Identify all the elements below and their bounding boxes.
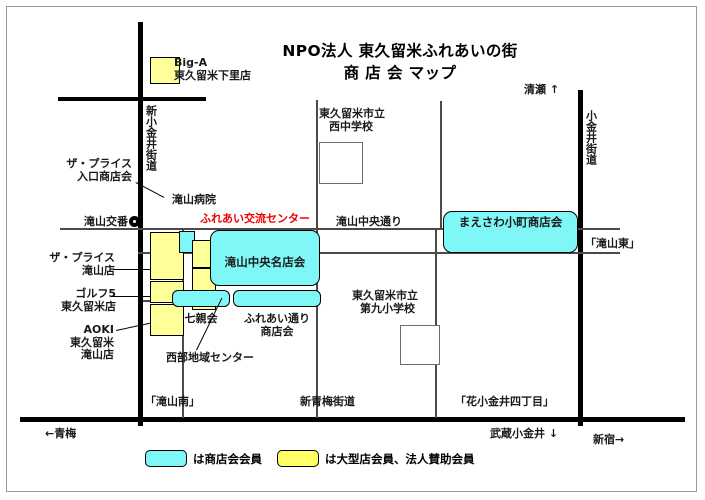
legend-swatch-cyan xyxy=(145,450,187,467)
label-road-takiyama-chuo: 滝山中央通り xyxy=(336,215,402,228)
leader-price-takiyama xyxy=(113,269,151,271)
title-line-1: NPO法人 東久留米ふれあいの街 xyxy=(282,42,518,60)
road-vertical-c2 xyxy=(435,228,437,418)
label-big-a-line2: 東久留米下里店 xyxy=(174,68,251,82)
legend-label-yellow: は大型店会員、法人賛助会員 xyxy=(325,451,475,466)
label-seibu-center: 西部地域センター xyxy=(166,351,254,364)
label-golf5-line2: 東久留米店 xyxy=(61,299,116,313)
label-direction-shinjuku: 新宿→ xyxy=(593,433,625,446)
label-aoki: AOKI 東久留米 滝山店 xyxy=(28,323,114,362)
road-vertical-c3 xyxy=(440,101,442,228)
label-price-takiyama-line1: ザ・プライス xyxy=(49,251,115,264)
label-golf5-line1: ゴルフ5 xyxy=(75,287,116,300)
label-direction-musashi-koganei: 武蔵小金井 ↓ xyxy=(490,427,559,440)
label-road-koganei: 小金井街道 xyxy=(584,110,598,165)
label-fureai-dori-line1: ふれあい通り xyxy=(244,312,310,325)
label-aoki-line2: 東久留米 xyxy=(70,335,114,349)
label-price-takiyama-line2: 滝山店 xyxy=(82,263,115,277)
legend-label-cyan: は商店会会員 xyxy=(193,451,262,466)
label-price-iriguchi-line2: 入口商店会 xyxy=(77,169,132,183)
label-takiyama-hospital: 滝山病院 xyxy=(172,193,216,206)
label-golf5: ゴルフ5 東久留米店 xyxy=(28,287,116,313)
label-road-shin-koganei: 新小金井街道 xyxy=(144,105,158,171)
building-dai9-shogakko xyxy=(400,325,440,365)
label-price-takiyama: ザ・プライス 滝山店 xyxy=(30,251,115,277)
label-road-shin-oume: 新青梅街道 xyxy=(300,395,355,408)
building-maesawa-komachi xyxy=(443,211,578,253)
building-big-a xyxy=(150,57,180,84)
label-big-a-line1: Big-A xyxy=(174,56,208,69)
building-fureai-dori xyxy=(233,290,321,307)
label-takiyama-chuo-meitenkai: 滝山中央名店会 xyxy=(224,255,306,269)
label-takiyama-minami: 「滝山南」 xyxy=(145,395,200,408)
page-title: NPO法人 東久留米ふれあいの街 商 店 会 マップ xyxy=(250,40,550,85)
label-price-iriguchi-line1: ザ・プライス xyxy=(66,157,132,170)
legend-swatch-yellow xyxy=(277,450,319,467)
label-direction-kiyose: 清瀬 ↑ xyxy=(524,83,560,96)
label-dai9-shogakko: 東久留米市立 第九小学校 xyxy=(352,289,418,315)
road-parallel-lower xyxy=(138,252,620,254)
label-dai9-shogakko-line1: 東久留米市立 xyxy=(352,289,418,302)
label-price-iriguchi: ザ・プライス 入口商店会 xyxy=(40,157,132,183)
road-shin-koganei-vertical xyxy=(138,22,143,426)
label-nishi-chugakko: 東久留米市立 西中学校 xyxy=(319,107,385,133)
road-takiyama-chuo xyxy=(60,228,620,230)
label-dai9-shogakko-line2: 第九小学校 xyxy=(360,301,415,315)
label-big-a: Big-A 東久留米下里店 xyxy=(174,56,251,82)
title-line-2: 商 店 会 マップ xyxy=(343,64,457,83)
koban-marker-icon xyxy=(129,216,140,227)
map-border xyxy=(6,6,697,492)
label-koban: 滝山交番 xyxy=(84,215,128,228)
legend-yellow: は大型店会員、法人賛助会員 xyxy=(277,450,475,467)
label-aoki-line1: AOKI xyxy=(83,323,114,336)
label-nishi-chugakko-line2: 西中学校 xyxy=(329,119,373,133)
building-price-takiyama xyxy=(150,232,184,280)
leader-golf5 xyxy=(111,296,151,298)
legend-cyan: は商店会会員 xyxy=(145,450,262,467)
label-shichishinkai: 七親会 xyxy=(184,312,218,325)
road-shin-oume-horizontal xyxy=(20,417,685,422)
label-nishi-chugakko-line1: 東久留米市立 xyxy=(319,107,385,120)
label-takiyama-higashi: 「滝山東」 xyxy=(585,237,640,250)
label-direction-oume: ←青梅 xyxy=(45,427,77,440)
road-upper-horizontal xyxy=(58,97,206,101)
building-nishi-chugakko xyxy=(319,142,363,184)
building-takiyama-chuo-meitenkai xyxy=(210,230,320,286)
building-aoki xyxy=(150,304,184,336)
label-fureai-dori-line2: 商店会 xyxy=(260,324,294,338)
label-maesawa-komachi: まえさわ小町商店会 xyxy=(458,215,563,229)
label-fureai-center: ふれあい交流センター xyxy=(200,212,310,225)
building-shichishinkai xyxy=(172,290,230,307)
label-aoki-line3: 滝山店 xyxy=(81,348,114,362)
label-hanakoganei4: 「花小金井四丁目」 xyxy=(455,395,554,408)
road-koganei-vertical xyxy=(578,90,583,426)
label-fureai-dori: ふれあい通り 商店会 xyxy=(233,312,321,338)
